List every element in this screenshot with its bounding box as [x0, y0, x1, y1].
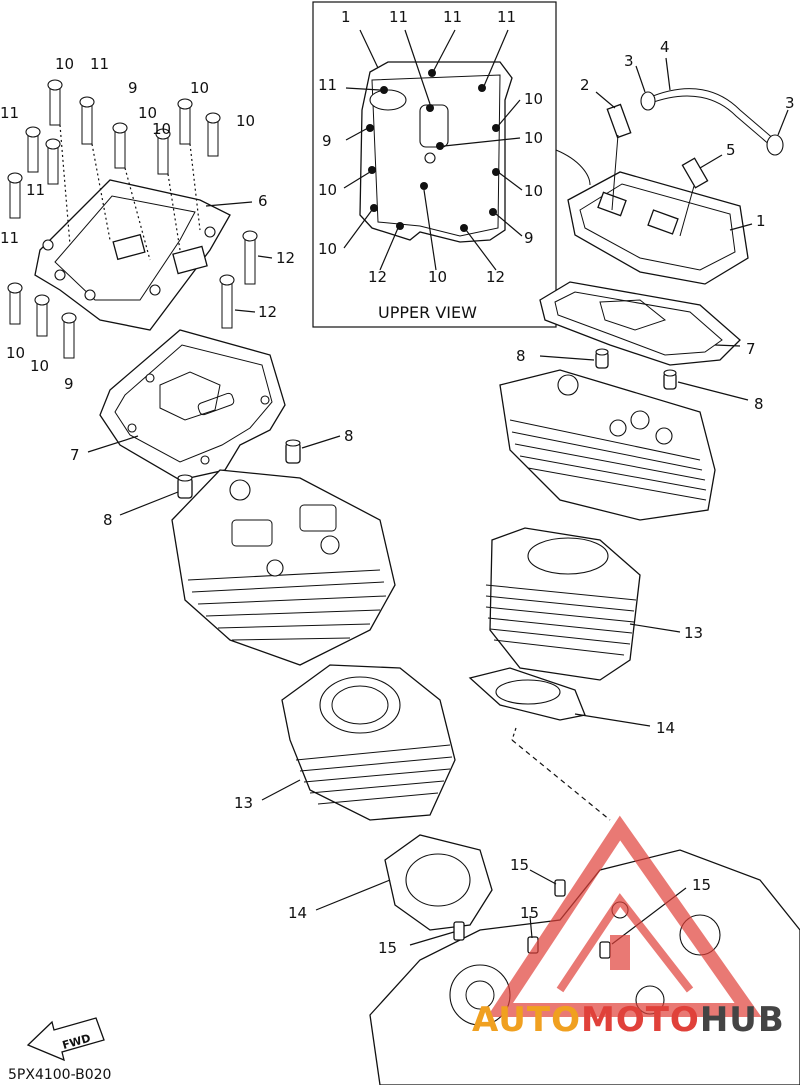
callout: 10	[6, 344, 25, 362]
callout: 11	[0, 229, 19, 247]
callout: 8	[516, 347, 526, 365]
front-cylinder-group: 13 14	[468, 527, 703, 821]
upper-view-labels: 1 11 11 11 11 9 10 10 10 10 10 9 12 10 1…	[318, 8, 543, 322]
callout: 10	[236, 112, 255, 130]
upper-callout: 11	[389, 8, 408, 26]
upper-callout: 10	[524, 129, 543, 147]
callout: 10	[190, 79, 209, 97]
callout: 3	[785, 94, 795, 112]
callout: 14	[656, 719, 675, 737]
callout: 11	[26, 181, 45, 199]
callout: 8	[344, 427, 354, 445]
watermark-brand-b: MOTO	[580, 1000, 700, 1040]
upper-callout: 10	[318, 240, 337, 258]
callout: 15	[692, 876, 711, 894]
upper-callout: 10	[428, 268, 447, 286]
front-gasket-group: 7 8 8	[516, 281, 764, 413]
callout: 7	[70, 446, 80, 464]
callout: 5	[726, 141, 736, 159]
callout: 13	[234, 794, 253, 812]
callout: 9	[128, 79, 138, 97]
upper-view-inset: 1 11 11 11 11 9 10 10 10 10 10 9 12 10 1…	[312, 1, 557, 328]
front-gasket-callouts: 7 8 8	[516, 340, 764, 413]
upper-callout: 11	[443, 8, 462, 26]
callout: 2	[580, 76, 590, 94]
upper-callout: 9	[524, 229, 534, 247]
callout: 3	[624, 52, 634, 70]
upper-callout: 12	[368, 268, 387, 286]
rear-gasket-callouts: 7 8 8	[70, 427, 354, 529]
diagram-code: 5PX4100-B020	[8, 1067, 112, 1083]
watermark-logo	[487, 815, 762, 1017]
callout: 10	[55, 55, 74, 73]
callout: 13	[684, 624, 703, 642]
front-cylinder-callouts: 13 14	[656, 624, 703, 737]
upper-callout: 11	[497, 8, 516, 26]
callout: 12	[276, 249, 295, 267]
upper-callout: 11	[318, 76, 337, 94]
watermark-brand-c: HUB	[699, 1000, 785, 1040]
callout: 10	[152, 120, 171, 138]
callout: 15	[378, 939, 397, 957]
callout: 7	[746, 340, 756, 358]
upper-view-title: UPPER VIEW	[378, 303, 477, 322]
callout: 6	[258, 192, 268, 210]
upper-callout: 12	[486, 268, 505, 286]
rear-cylinder-callouts: 13 14	[234, 794, 307, 922]
fwd-arrow-icon: FWD	[26, 1017, 105, 1062]
callout: 10	[138, 104, 157, 122]
callout: 1	[756, 212, 766, 230]
right-top-callouts: 2 3 4 3 5 1	[580, 38, 795, 230]
callout: 11	[0, 104, 19, 122]
rear-gasket-group: 7 8 8	[70, 329, 354, 529]
callout: 8	[754, 395, 764, 413]
left-callouts: 10 11 9 10 10 10 11 10 11 6 11 12 12 10 …	[0, 55, 295, 393]
callout: 15	[520, 904, 539, 922]
upper-callout: 1	[341, 8, 351, 26]
callout: 9	[64, 375, 74, 393]
watermark-text: AUTOMOTOHUB	[472, 1000, 785, 1040]
upper-callout: 9	[322, 132, 332, 150]
rear-cylinder-head	[171, 469, 396, 666]
callout: 10	[30, 357, 49, 375]
front-cylinder-head	[499, 369, 716, 521]
front-head-cover-group: 2 3 4 3 5 1	[555, 38, 795, 285]
callout: 14	[288, 904, 307, 922]
crankcase-callouts: 15 15 15 15	[378, 856, 711, 957]
callout: 15	[510, 856, 529, 874]
callout: 11	[90, 55, 109, 73]
callout: 12	[258, 303, 277, 321]
watermark-brand-a: AUTO	[472, 1000, 581, 1040]
callout: 4	[660, 38, 670, 56]
upper-callout: 10	[318, 181, 337, 199]
callout: 8	[103, 511, 113, 529]
rear-cylinder-group: 13 14	[234, 664, 493, 931]
upper-callout: 10	[524, 182, 543, 200]
rear-head-cover-group: 10 11 9 10 10 10 11 10 11 6 11 12 12 10 …	[0, 55, 295, 393]
upper-callout: 10	[524, 90, 543, 108]
